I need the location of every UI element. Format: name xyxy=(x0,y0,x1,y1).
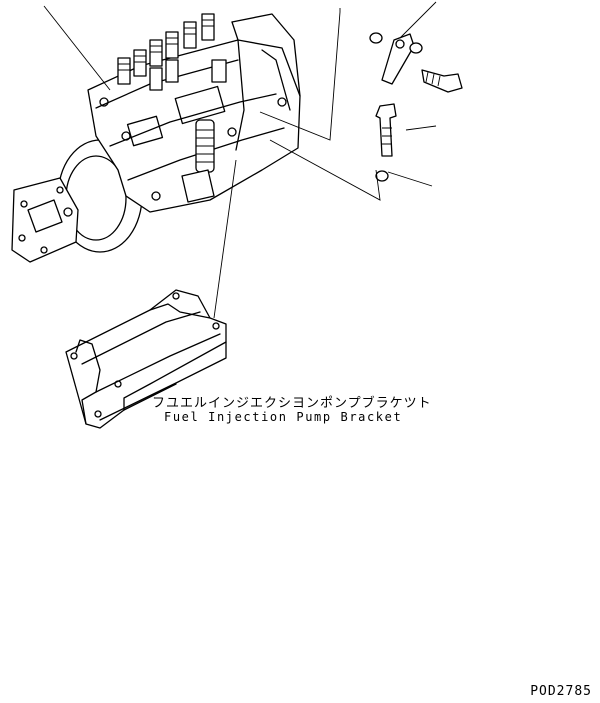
fuel-injection-pump xyxy=(11,13,301,263)
fuel-injection-pump-bracket xyxy=(65,289,227,429)
part-name-english: Fuel Injection Pump Bracket xyxy=(164,410,403,424)
leader-lines xyxy=(43,1,437,319)
part-name-japanese: フユエルインジエクシヨンポンプブラケツト xyxy=(152,396,432,411)
delivery-valve-holders xyxy=(117,13,227,91)
attaching-hardware xyxy=(369,32,463,182)
figure-code: POD2785 xyxy=(530,684,592,699)
